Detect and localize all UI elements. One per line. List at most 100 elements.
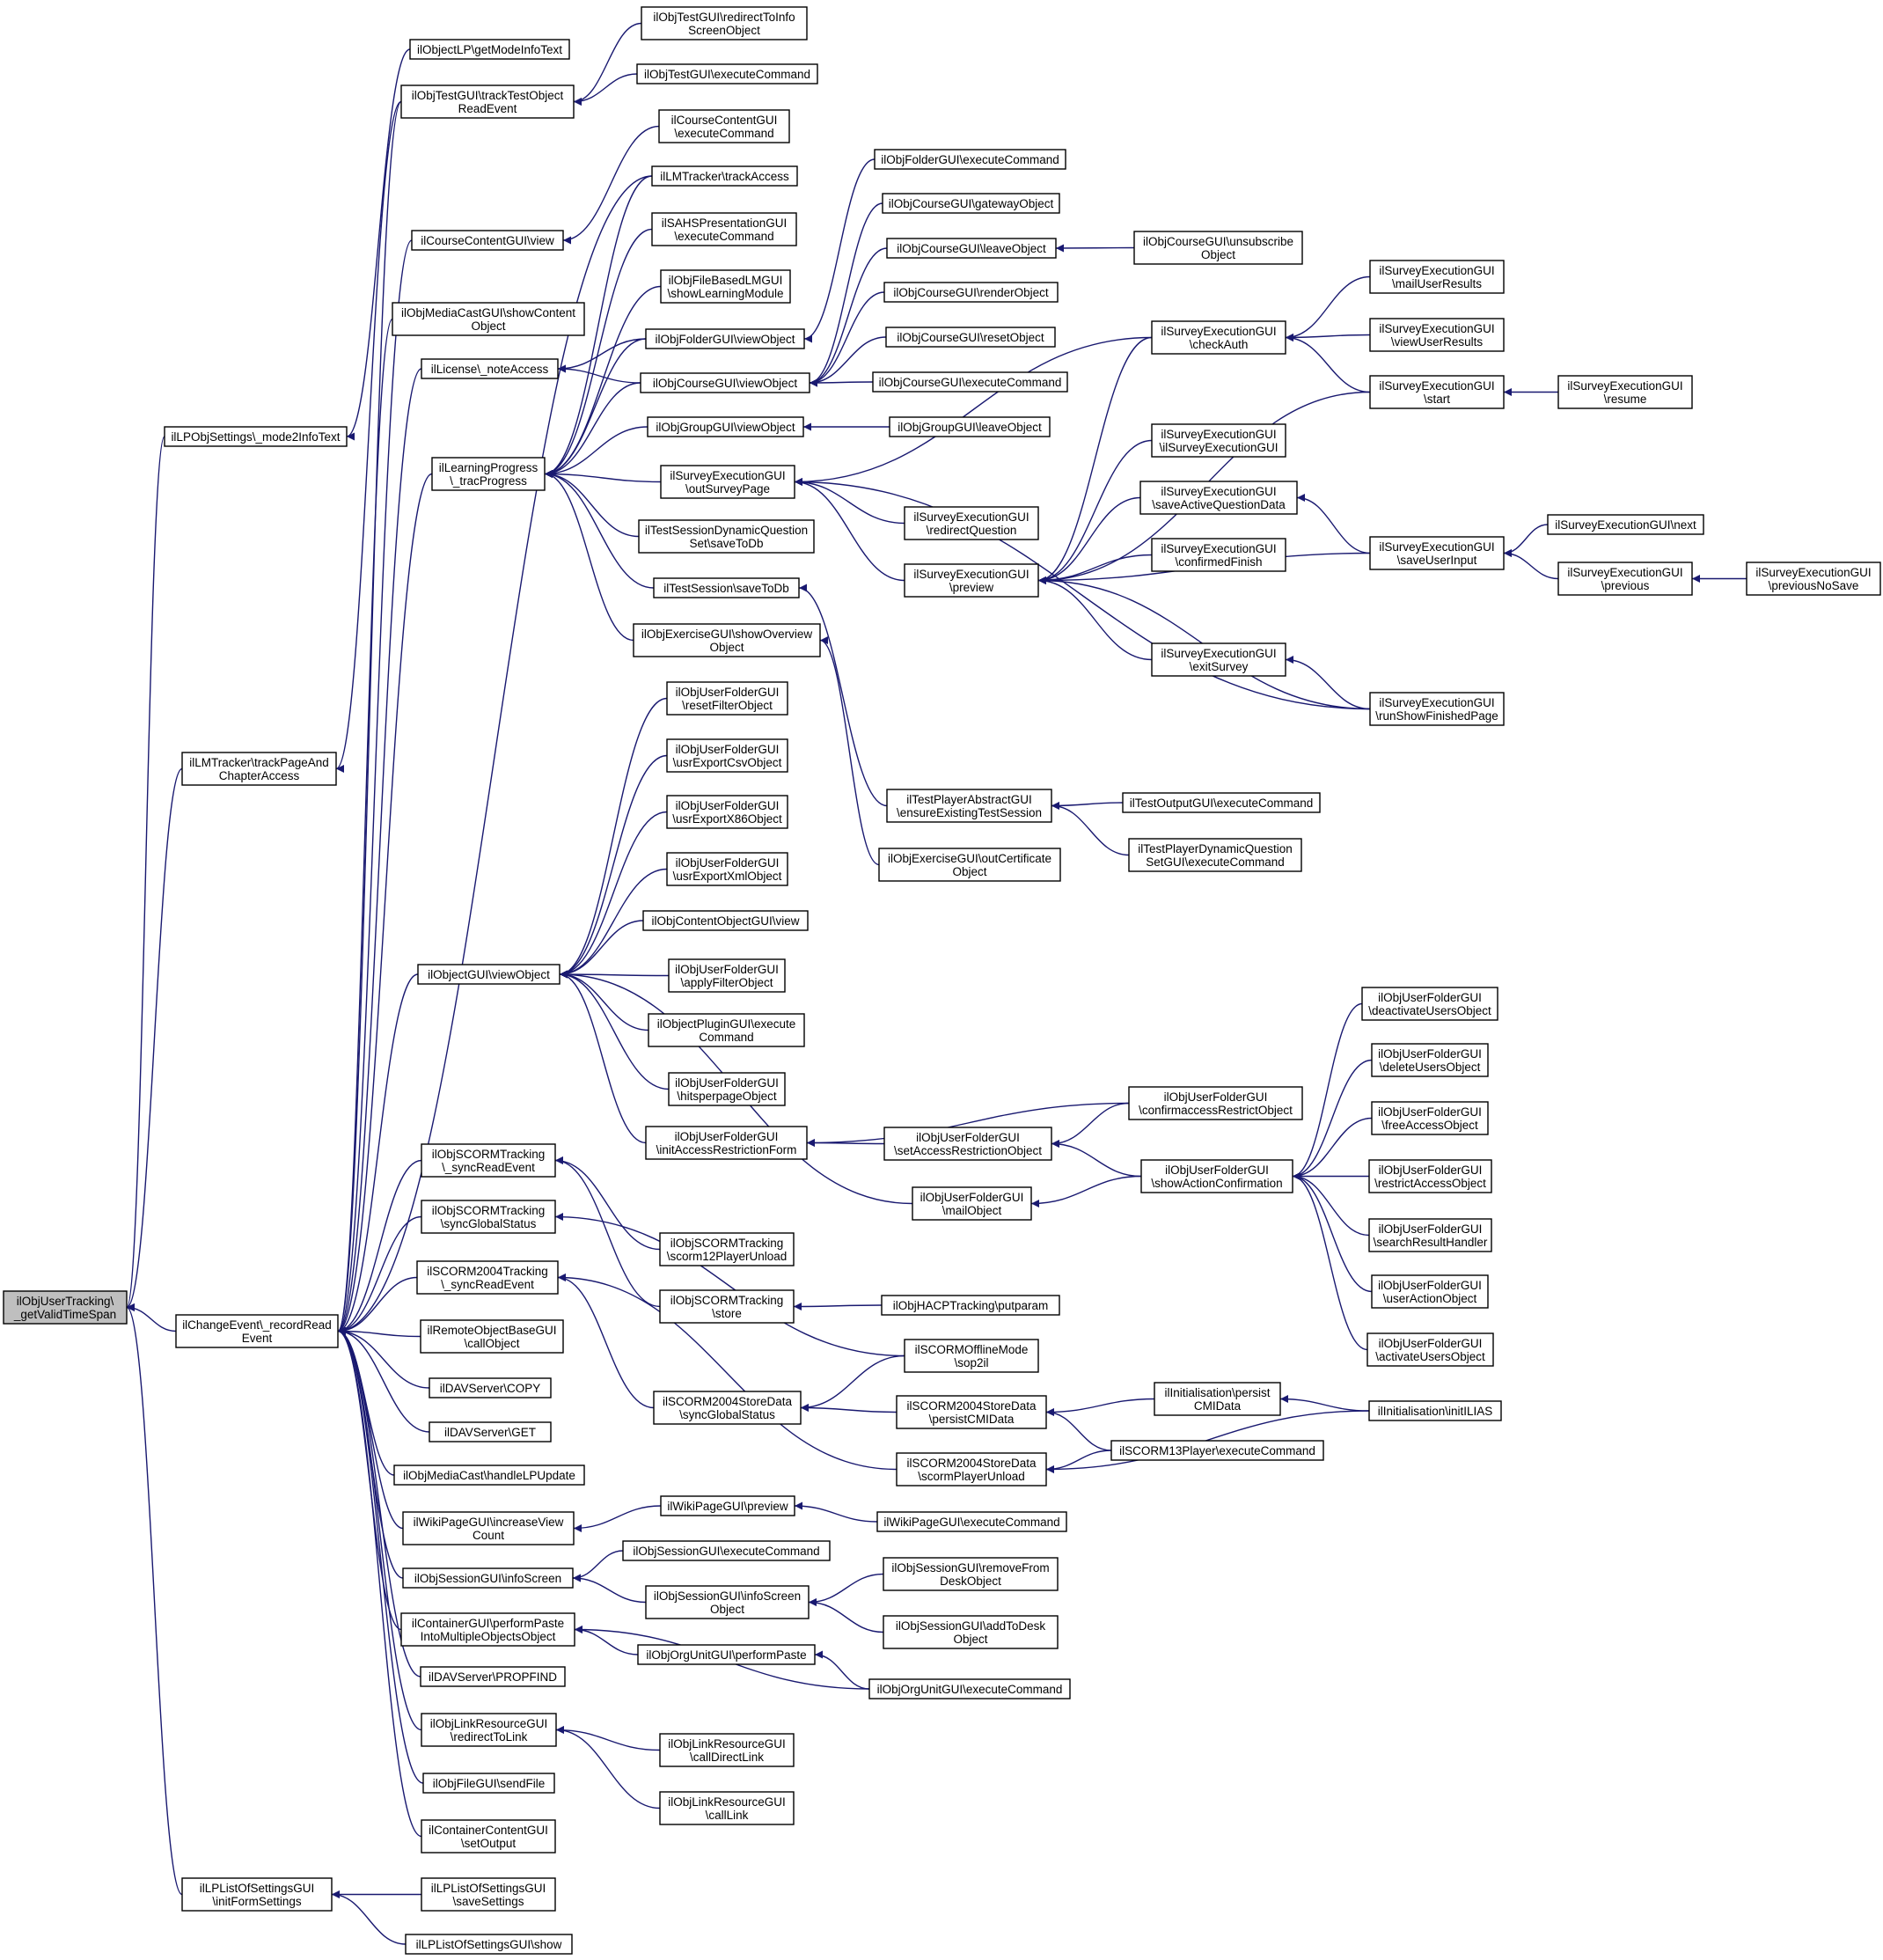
graph-node-surveySaveActive[interactable]: ilSurveyExecutionGUI\saveActiveQuestionD…: [1139, 481, 1298, 515]
graph-node-surveyPrevNoSave[interactable]: ilSurveyExecutionGUI\previousNoSave: [1746, 562, 1881, 596]
graph-node-containerPaste[interactable]: ilContainerGUI\performPasteIntoMultipleO…: [400, 1612, 575, 1647]
graph-node-testPlayerDynExec[interactable]: ilTestPlayerDynamicQuestionSetGUI\execut…: [1128, 838, 1302, 872]
graph-node-testExecute[interactable]: ilObjTestGUI\executeCommand: [636, 63, 818, 84]
graph-node-ufDeactivate[interactable]: ilObjUserFolderGUI\deactivateUsersObject: [1361, 987, 1498, 1021]
graph-node-ufConfirmAccess[interactable]: ilObjUserFolderGUI\confirmaccessRestrict…: [1128, 1086, 1303, 1120]
graph-node-ufUserAction[interactable]: ilObjUserFolderGUI\userActionObject: [1371, 1274, 1489, 1309]
graph-node-objectLP[interactable]: ilObjectLP\getModeInfoText: [409, 39, 570, 60]
graph-node-davGet[interactable]: ilDAVServer\GET: [429, 1421, 552, 1442]
graph-node-surveyMail[interactable]: ilSurveyExecutionGUI\mailUserResults: [1369, 260, 1505, 294]
graph-node-root[interactable]: ilObjUserTracking\_getValidTimeSpan: [3, 1290, 128, 1325]
graph-node-orgPaste[interactable]: ilObjOrgUnitGUI\performPaste: [637, 1644, 816, 1665]
graph-node-wikiPreview[interactable]: ilWikiPageGUI\preview: [660, 1495, 795, 1516]
graph-node-surveyCheckAuth[interactable]: ilSurveyExecutionGUI\checkAuth: [1151, 320, 1286, 355]
graph-node-linkRedirect[interactable]: ilObjLinkResourceGUI\redirectToLink: [421, 1713, 557, 1747]
graph-node-lpSettingsMode[interactable]: ilLPObjSettings\_mode2InfoText: [164, 426, 348, 447]
graph-node-testOutputExec[interactable]: ilTestOutputGUI\executeCommand: [1122, 792, 1321, 813]
graph-node-scormOffline[interactable]: ilSCORMOfflineMode\sop2il: [904, 1339, 1039, 1373]
graph-node-folderView[interactable]: ilObjFolderGUI\viewObject: [645, 328, 805, 349]
graph-node-ufSearch[interactable]: ilObjUserFolderGUI\searchResultHandler: [1368, 1218, 1492, 1252]
graph-node-davPropfind[interactable]: ilDAVServer\PROPFIND: [420, 1666, 566, 1687]
graph-node-lpListInit[interactable]: ilLPListOfSettingsGUI\initFormSettings: [181, 1877, 333, 1912]
graph-node-initPersist[interactable]: ilInitialisation\persistCMIData: [1154, 1382, 1281, 1416]
graph-node-groupLeave[interactable]: ilObjGroupGUI\leaveObject: [889, 416, 1051, 437]
graph-node-groupView[interactable]: ilObjGroupGUI\viewObject: [647, 416, 804, 437]
graph-node-scorm13Exec[interactable]: ilSCORM13Player\executeCommand: [1110, 1440, 1324, 1461]
graph-node-ufXml[interactable]: ilObjUserFolderGUI\usrExportXmlObject: [666, 852, 788, 886]
graph-node-courseReset[interactable]: ilObjCourseGUI\resetObject: [885, 327, 1056, 348]
graph-node-ufHits[interactable]: ilObjUserFolderGUI\hitsperpageObject: [668, 1072, 786, 1106]
graph-node-mediaCastLP[interactable]: ilObjMediaCast\handleLPUpdate: [393, 1464, 585, 1486]
graph-node-remoteCall[interactable]: ilRemoteObjectBaseGUI\callObject: [420, 1319, 564, 1354]
graph-node-objectGUIView[interactable]: ilObjectGUI\viewObject: [417, 964, 561, 985]
graph-node-hacpPut[interactable]: ilObjHACPTracking\putparam: [881, 1295, 1060, 1316]
graph-node-scorm2004StoreSync[interactable]: ilSCORM2004StoreData\syncGlobalStatus: [653, 1391, 802, 1425]
graph-node-pluginExec[interactable]: ilObjectPluginGUI\executeCommand: [648, 1013, 805, 1047]
graph-node-surveyStart[interactable]: ilSurveyExecutionGUI\start: [1369, 375, 1505, 409]
graph-node-linkDirect[interactable]: ilObjLinkResourceGUI\callDirectLink: [659, 1733, 795, 1767]
graph-node-wikiExec[interactable]: ilWikiPageGUI\executeCommand: [876, 1511, 1067, 1532]
graph-node-surveyPreview[interactable]: ilSurveyExecutionGUI\preview: [904, 563, 1039, 598]
graph-node-ufSetAccess[interactable]: ilObjUserFolderGUI\setAccessRestrictionO…: [883, 1127, 1052, 1161]
graph-node-ufRestrict[interactable]: ilObjUserFolderGUI\restrictAccessObject: [1368, 1159, 1492, 1193]
graph-node-courseView[interactable]: ilObjCourseGUI\viewObject: [640, 372, 810, 393]
graph-node-lmTrackAccess[interactable]: ilLMTracker\trackAccess: [651, 165, 798, 187]
graph-node-courseContentExec[interactable]: ilCourseContentGUI\executeCommand: [658, 109, 790, 143]
graph-node-licenseNote[interactable]: ilLicense\_noteAccess: [421, 358, 559, 379]
graph-node-surveyCtor[interactable]: ilSurveyExecutionGUI\ilSurveyExecutionGU…: [1151, 423, 1286, 458]
graph-node-courseRender[interactable]: ilObjCourseGUI\renderObject: [883, 282, 1059, 303]
graph-node-courseExec[interactable]: ilObjCourseGUI\executeCommand: [872, 371, 1068, 393]
graph-node-containerContentOut[interactable]: ilContainerContentGUI\setOutput: [421, 1819, 556, 1854]
graph-node-davCopy[interactable]: ilDAVServer\COPY: [429, 1377, 552, 1398]
graph-node-surveyNext[interactable]: ilSurveyExecutionGUI\next: [1547, 514, 1704, 535]
graph-node-testPlayerEnsure[interactable]: ilTestPlayerAbstractGUI\ensureExistingTe…: [886, 789, 1052, 823]
graph-node-surveyPrevious[interactable]: ilSurveyExecutionGUI\previous: [1557, 562, 1693, 596]
graph-node-ufActivate[interactable]: ilObjUserFolderGUI\activateUsersObject: [1366, 1332, 1494, 1367]
graph-node-ufReset[interactable]: ilObjUserFolderGUI\resetFilterObject: [666, 681, 788, 716]
graph-node-scormSyncRead[interactable]: ilObjSCORMTracking\_syncReadEvent: [421, 1143, 556, 1178]
graph-node-folderExec[interactable]: ilObjFolderGUI\executeCommand: [874, 149, 1066, 170]
graph-node-sahsExec[interactable]: ilSAHSPresentationGUI\executeCommand: [651, 212, 797, 246]
graph-node-surveyOut[interactable]: ilSurveyExecutionGUI\outSurveyPage: [660, 465, 795, 499]
graph-node-fileLMShow[interactable]: ilObjFileBasedLMGUI\showLearningModule: [660, 269, 791, 304]
graph-node-ufDelete[interactable]: ilObjUserFolderGUI\deleteUsersObject: [1371, 1043, 1489, 1077]
graph-node-surveySaveInput[interactable]: ilSurveyExecutionGUI\saveUserInput: [1369, 536, 1505, 570]
graph-node-fileSend[interactable]: ilObjFileGUI\sendFile: [422, 1773, 555, 1794]
graph-node-scorm2004Persist[interactable]: ilSCORM2004StoreData\persistCMIData: [896, 1395, 1047, 1429]
graph-node-ufCsv[interactable]: ilObjUserFolderGUI\usrExportCsvObject: [666, 738, 788, 773]
graph-node-sessionExec[interactable]: ilObjSessionGUI\executeCommand: [622, 1540, 831, 1561]
graph-node-ufX86[interactable]: ilObjUserFolderGUI\usrExportX86Object: [666, 795, 788, 829]
graph-node-ufApply[interactable]: ilObjUserFolderGUI\applyFilterObject: [668, 958, 786, 993]
graph-node-sessionInfo[interactable]: ilObjSessionGUI\infoScreen: [402, 1567, 574, 1589]
graph-node-testSessionSave[interactable]: ilTestSession\saveToDb: [653, 577, 800, 598]
graph-node-linkCall[interactable]: ilObjLinkResourceGUI\callLink: [659, 1791, 795, 1825]
graph-node-courseContentView[interactable]: ilCourseContentGUI\view: [411, 230, 564, 251]
graph-node-scormStore[interactable]: ilObjSCORMTracking\store: [659, 1289, 795, 1324]
graph-node-ufInitAccess[interactable]: ilObjUserFolderGUI\initAccessRestriction…: [645, 1126, 808, 1160]
graph-node-orgExec[interactable]: ilObjOrgUnitGUI\executeCommand: [868, 1678, 1071, 1699]
graph-node-scorm2004Sync[interactable]: ilSCORM2004Tracking\_syncReadEvent: [416, 1260, 559, 1295]
graph-node-ufFree[interactable]: ilObjUserFolderGUI\freeAccessObject: [1371, 1101, 1489, 1135]
graph-node-surveyFinished[interactable]: ilSurveyExecutionGUI\runShowFinishedPage: [1369, 692, 1505, 726]
graph-node-contentObjView[interactable]: ilObjContentObjectGUI\view: [642, 910, 809, 931]
graph-node-surveyExit[interactable]: ilSurveyExecutionGUI\exitSurvey: [1151, 642, 1286, 677]
graph-node-learningProgress[interactable]: ilLearningProgress\_tracProgress: [431, 457, 546, 491]
graph-node-surveyResume[interactable]: ilSurveyExecutionGUI\resume: [1557, 375, 1693, 409]
graph-node-surveyViewResults[interactable]: ilSurveyExecutionGUI\viewUserResults: [1369, 318, 1505, 352]
graph-node-scormSyncGlobal[interactable]: ilObjSCORMTracking\syncGlobalStatus: [421, 1200, 556, 1234]
graph-node-ufMail[interactable]: ilObjUserFolderGUI\mailObject: [912, 1186, 1032, 1221]
graph-node-surveyConfirm[interactable]: ilSurveyExecutionGUI\confirmedFinish: [1151, 538, 1286, 572]
graph-node-initILIAS[interactable]: ilInitialisation\initILIAS: [1368, 1400, 1502, 1421]
